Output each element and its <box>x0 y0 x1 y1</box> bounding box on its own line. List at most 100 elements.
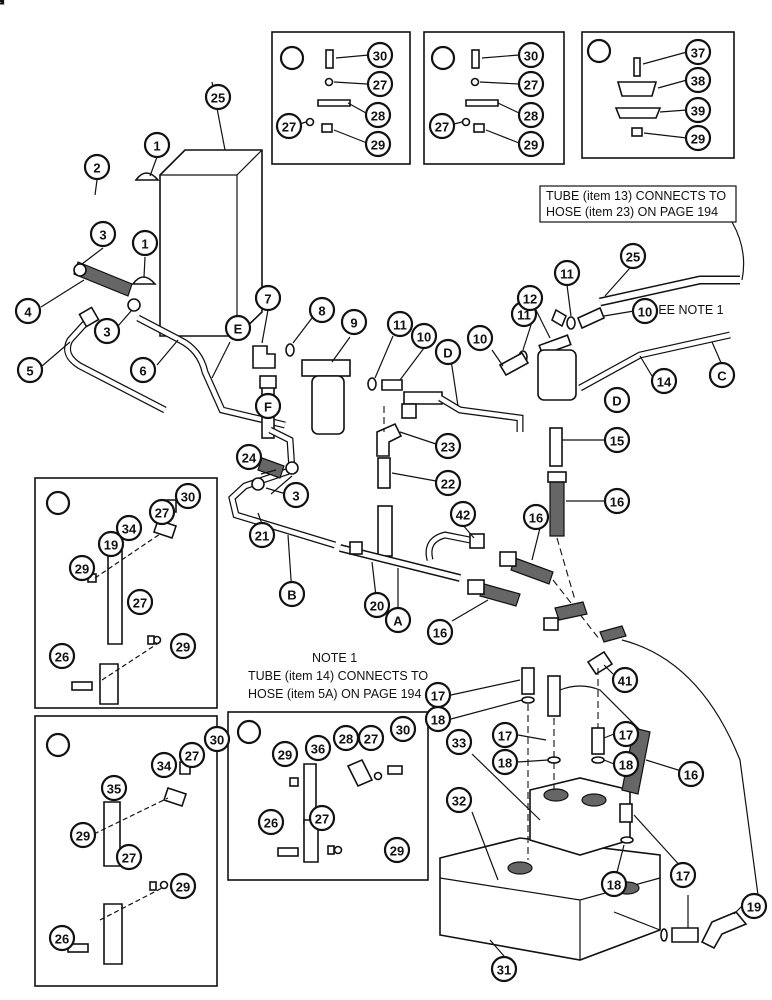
note-1: NOTE 1 TUBE (item 14) CONNECTS TO HOSE (… <box>248 651 428 701</box>
svg-text:24: 24 <box>242 451 257 466</box>
detail-letter-a: A <box>0 0 305 71</box>
svg-text:3: 3 <box>292 489 299 504</box>
callout-41: 41 <box>611 666 639 694</box>
clamp-lower <box>131 276 157 285</box>
svg-text:35: 35 <box>107 782 121 797</box>
callout-3: 3 <box>93 317 121 345</box>
svg-text:D: D <box>0 0 5 8</box>
detail-letter-d: D <box>0 0 71 758</box>
svg-text:E: E <box>234 322 243 337</box>
callout-39: 39 <box>684 96 712 124</box>
callout-10: 10 <box>410 322 438 350</box>
svg-text:36: 36 <box>311 742 325 757</box>
detail-letter-b: B <box>0 0 456 71</box>
svg-text:8: 8 <box>318 304 325 319</box>
svg-text:B: B <box>0 0 5 8</box>
tube-a-vertical <box>377 505 393 557</box>
svg-text:27: 27 <box>122 851 136 866</box>
callout-14: 14 <box>650 367 678 395</box>
svg-text:29: 29 <box>371 138 385 153</box>
callout-21: 21 <box>248 521 276 549</box>
callout-1: 1 <box>143 131 171 159</box>
svg-text:27: 27 <box>185 749 199 764</box>
tee-fitting <box>403 391 443 405</box>
callout-28: 28 <box>332 724 360 752</box>
svg-text:5: 5 <box>26 364 33 379</box>
callout-16: 16 <box>426 618 454 646</box>
svg-text:30: 30 <box>181 490 195 505</box>
svg-text:30: 30 <box>210 733 224 748</box>
note-1-title: NOTE 1 <box>312 651 357 665</box>
callout-26: 26 <box>48 924 76 952</box>
callout-27: 27 <box>357 724 385 752</box>
callout-33: 33 <box>445 728 473 756</box>
callout-10: 10 <box>466 324 494 352</box>
svg-text:D: D <box>443 346 452 361</box>
callout-11: 11 <box>386 310 414 338</box>
adapter-10 <box>381 379 403 391</box>
callout-27: 27 <box>148 498 176 526</box>
callout-3: 3 <box>89 220 117 248</box>
svg-text:29: 29 <box>75 562 89 577</box>
callout-30: 30 <box>366 41 394 69</box>
svg-text:17: 17 <box>431 689 445 704</box>
callout-27: 27 <box>126 588 154 616</box>
callout-E: E <box>224 314 252 342</box>
adapter-15 <box>549 427 563 467</box>
svg-text:19: 19 <box>104 538 118 553</box>
svg-text:34: 34 <box>157 759 172 774</box>
callout-15: 15 <box>603 426 631 454</box>
callout-18: 18 <box>600 870 628 898</box>
detail-letter-e: E <box>0 0 262 745</box>
callout-12: 12 <box>516 284 544 312</box>
adapter-17-c <box>591 727 605 755</box>
svg-text:A: A <box>0 0 5 8</box>
callout-18: 18 <box>491 748 519 776</box>
callout-17: 17 <box>424 681 452 709</box>
svg-text:27: 27 <box>364 732 378 747</box>
callout-42: 42 <box>449 500 477 528</box>
callout-29: 29 <box>383 836 411 864</box>
svg-text:28: 28 <box>339 732 353 747</box>
clamp-upper <box>134 172 160 181</box>
elbow-41 <box>586 650 614 676</box>
svg-text:29: 29 <box>524 138 538 153</box>
svg-text:30: 30 <box>524 49 538 64</box>
callout-26: 26 <box>257 808 285 836</box>
callout-28: 28 <box>517 101 545 129</box>
svg-text:7: 7 <box>264 292 271 307</box>
callout-37: 37 <box>684 38 712 66</box>
svg-text:27: 27 <box>282 120 296 135</box>
svg-text:B: B <box>287 588 296 603</box>
hose-16-right <box>549 479 565 537</box>
callout-36: 36 <box>304 734 332 762</box>
svg-text:21: 21 <box>255 529 269 544</box>
svg-text:41: 41 <box>618 674 632 689</box>
valve-bank <box>439 753 661 961</box>
callout-27: 27 <box>428 112 456 140</box>
svg-text:18: 18 <box>619 758 633 773</box>
callout-35: 35 <box>100 774 128 802</box>
svg-text:18: 18 <box>607 878 621 893</box>
svg-text:32: 32 <box>452 794 466 809</box>
callout-30: 30 <box>389 715 417 743</box>
detail-box-a: A <box>0 0 411 165</box>
callout-11: 11 <box>553 259 581 287</box>
callout-24: 24 <box>235 443 263 471</box>
svg-text:26: 26 <box>264 816 278 831</box>
svg-text:F: F <box>264 400 272 415</box>
svg-text:16: 16 <box>610 495 624 510</box>
note-1-line2: HOSE (item 5A) ON PAGE 194 <box>248 687 421 701</box>
svg-text:E: E <box>0 0 5 8</box>
callout-29: 29 <box>169 632 197 660</box>
callout-20: 20 <box>363 591 391 619</box>
adapter-17-b <box>547 675 561 717</box>
svg-text:C: C <box>0 0 5 8</box>
annotation-tube13-line1: TUBE (item 13) CONNECTS TO <box>546 189 726 203</box>
detail-letter-c: C <box>0 0 612 64</box>
callout-30: 30 <box>174 482 202 510</box>
callout-28: 28 <box>364 101 392 129</box>
callout-1: 1 <box>131 229 159 257</box>
